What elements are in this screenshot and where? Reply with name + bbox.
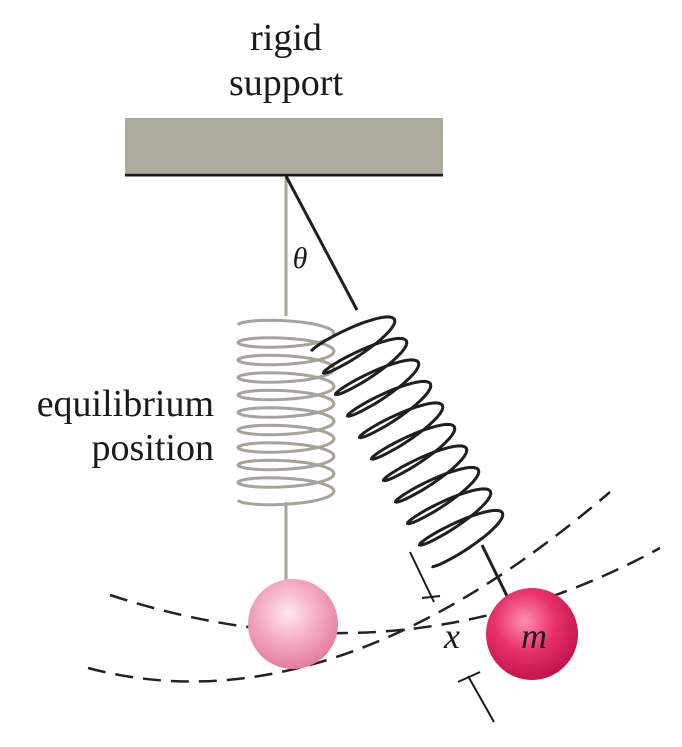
mass-label: m <box>521 616 547 656</box>
displacement-marker <box>409 551 495 723</box>
dashed-arc-inner <box>87 491 611 683</box>
equilibrium-spring <box>236 176 336 585</box>
displaced-ball <box>486 588 578 680</box>
angle-label: θ <box>293 242 308 275</box>
rigid-support <box>125 118 443 173</box>
support-label-line1: rigid <box>250 17 322 59</box>
dashed-arc-outer <box>109 546 661 635</box>
equilibrium-ball <box>248 579 338 669</box>
displacement-label: x <box>443 616 460 656</box>
displaced-spring <box>284 175 510 599</box>
equilibrium-label-line1: equilibrium <box>37 383 214 425</box>
equilibrium-label-line2: position <box>92 427 214 469</box>
support-label-line2: support <box>229 62 343 104</box>
